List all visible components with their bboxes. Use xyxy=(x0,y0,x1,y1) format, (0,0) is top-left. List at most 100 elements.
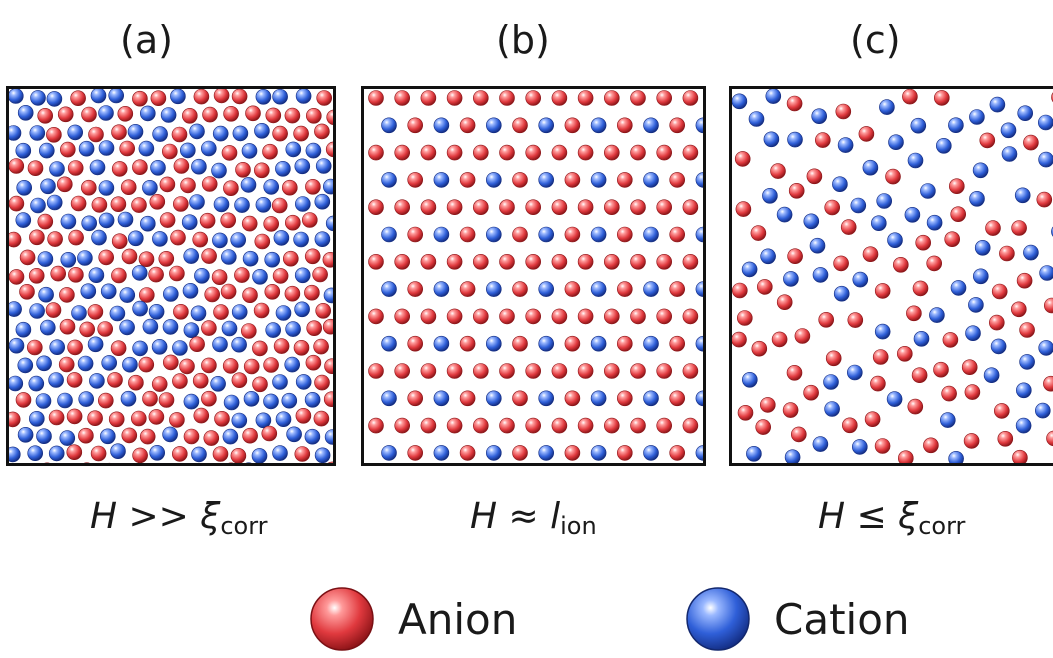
anion-particle xyxy=(858,126,875,142)
anion-particle xyxy=(151,376,168,392)
anion-particle xyxy=(818,312,834,328)
anion-particle xyxy=(732,331,747,348)
cation-particle xyxy=(913,331,930,347)
anion-particle xyxy=(306,320,323,336)
cation-particle xyxy=(1038,151,1053,168)
anion-particle xyxy=(750,225,767,241)
anion-particle xyxy=(9,269,25,285)
cation-particle xyxy=(590,335,607,352)
anion-particle xyxy=(669,117,686,134)
anion-particle xyxy=(473,90,489,106)
cation-particle xyxy=(643,390,659,407)
cation-particle xyxy=(212,232,228,249)
anion-particle xyxy=(87,304,104,320)
cation-particle xyxy=(212,336,228,353)
anion-particle xyxy=(394,144,411,161)
cation-particle xyxy=(433,335,450,352)
anion-particle xyxy=(941,385,957,402)
anion-particle xyxy=(201,357,217,374)
anion-particle xyxy=(407,335,424,352)
cation-particle xyxy=(60,252,77,268)
cation-particle xyxy=(929,307,945,323)
cation-particle xyxy=(486,335,502,352)
anion-particle xyxy=(322,318,333,335)
cation-particle xyxy=(833,285,850,302)
anion-particle xyxy=(446,90,463,106)
anion-particle xyxy=(911,367,928,384)
cation-particle xyxy=(9,89,24,104)
anion-particle xyxy=(271,197,288,214)
anion-particle xyxy=(327,461,333,463)
cation-particle xyxy=(314,193,331,210)
anion-particle xyxy=(169,412,185,428)
cation-particle xyxy=(837,137,854,153)
anion-particle xyxy=(985,220,1001,236)
cation-particle xyxy=(325,215,333,232)
anion-particle xyxy=(446,144,463,161)
cation-particle xyxy=(29,303,45,319)
anion-particle xyxy=(98,249,114,266)
anion-particle xyxy=(604,199,620,215)
cation-particle xyxy=(950,280,967,296)
cation-particle xyxy=(40,178,56,195)
anion-particle xyxy=(368,90,384,106)
anion-particle xyxy=(245,105,261,122)
cation-particle xyxy=(871,215,887,231)
anion-particle xyxy=(446,308,463,325)
cation-particle xyxy=(590,226,607,243)
anion-particle xyxy=(512,226,528,243)
anion-particle xyxy=(68,267,84,283)
cation-particle xyxy=(152,126,168,142)
anion-particle xyxy=(304,248,321,265)
cation-particle xyxy=(88,267,105,283)
anion-particle xyxy=(564,281,581,297)
cation-particle xyxy=(15,212,32,228)
anion-particle xyxy=(776,294,793,310)
caption-b-main: H ≈ l xyxy=(470,496,561,537)
anion-particle xyxy=(473,254,489,270)
anion-particle xyxy=(173,304,189,320)
cation-particle xyxy=(263,179,280,195)
anion-particle xyxy=(293,339,310,356)
cation-particle xyxy=(183,393,200,410)
cation-particle xyxy=(948,451,964,463)
cation-particle xyxy=(910,117,927,134)
anion-particle xyxy=(313,338,329,355)
anion-particle xyxy=(201,320,217,336)
anion-particle xyxy=(755,419,772,435)
anion-particle xyxy=(48,409,65,426)
anion-particle xyxy=(47,231,63,247)
anion-particle xyxy=(525,254,541,270)
cation-particle xyxy=(81,215,97,232)
cation-particle xyxy=(212,125,229,142)
anion-particle xyxy=(119,140,135,157)
cation-particle xyxy=(590,390,607,407)
anion-particle xyxy=(1011,220,1027,236)
anion-particle xyxy=(525,363,541,379)
cation-particle xyxy=(132,340,148,357)
cation-particle xyxy=(748,111,765,127)
cation-particle xyxy=(1039,265,1053,281)
cation-particle xyxy=(108,89,124,104)
anion-particle xyxy=(45,302,62,318)
cation-particle xyxy=(243,390,260,407)
cation-particle xyxy=(98,105,114,121)
panel-a-box xyxy=(6,86,336,466)
anion-particle xyxy=(420,199,437,215)
anion-particle xyxy=(512,117,528,134)
anion-particle xyxy=(459,172,476,188)
cation-particle xyxy=(162,426,178,443)
anion-particle xyxy=(158,251,175,267)
anion-particle xyxy=(203,430,220,446)
anion-particle xyxy=(139,428,156,445)
anion-particle xyxy=(577,417,594,434)
cation-particle xyxy=(812,436,829,452)
cation-particle xyxy=(486,226,502,243)
cation-particle xyxy=(234,197,250,213)
anion-particle xyxy=(150,90,167,106)
cation-particle xyxy=(89,373,105,389)
anion-particle xyxy=(551,363,568,379)
anion-particle xyxy=(1016,272,1033,289)
cation-particle xyxy=(643,172,659,188)
cation-particle xyxy=(811,108,827,125)
